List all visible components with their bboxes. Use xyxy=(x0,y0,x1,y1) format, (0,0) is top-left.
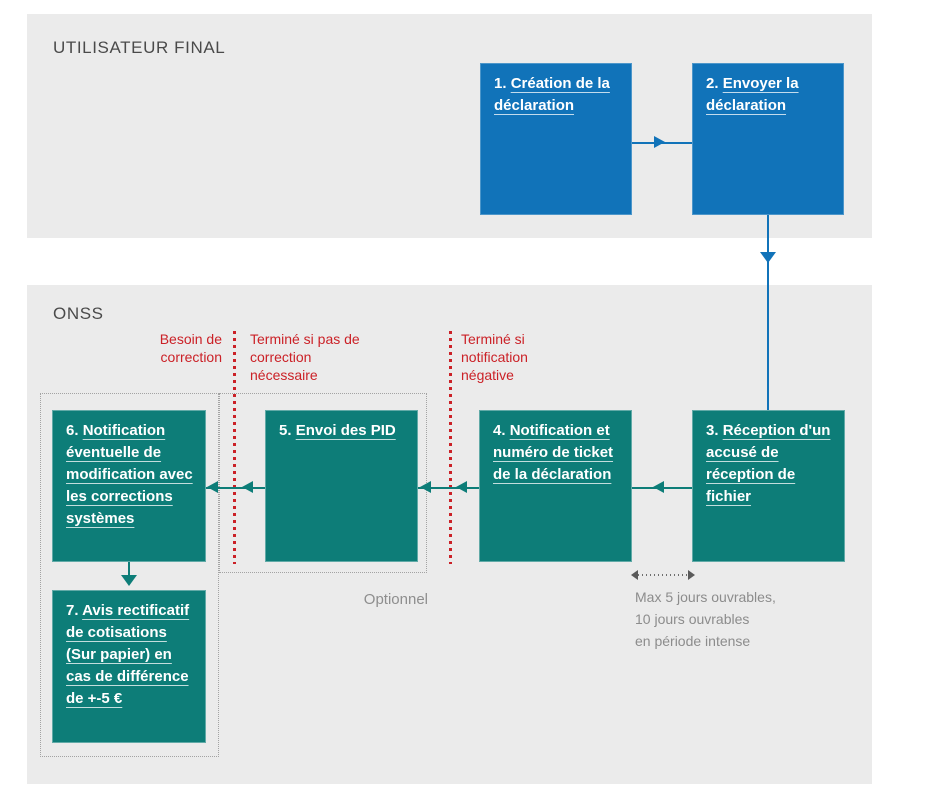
arrow-step5-to-step6-head2-icon xyxy=(207,481,218,493)
step-3-link[interactable]: Réception d'un accusé de réception de fi… xyxy=(706,422,831,505)
step-1-number: 1. xyxy=(494,75,507,92)
step-4-number: 4. xyxy=(493,422,506,439)
delay-note: Max 5 jours ouvrables, 10 jours ouvrable… xyxy=(635,589,776,649)
arrow-step1-to-step2-head-icon xyxy=(654,136,665,148)
onss-lane-title: ONSS xyxy=(53,304,104,323)
optional-group-outline-steps-6-7 xyxy=(40,393,219,757)
step-5-number: 5. xyxy=(279,422,292,439)
condition-label-besoin-de-correction: Besoin de correction xyxy=(159,331,222,365)
step-1-link[interactable]: Création de la déclaration xyxy=(494,75,610,114)
arrow-step4-to-step5-head-icon xyxy=(456,481,467,493)
arrow-step4-to-step5-line xyxy=(418,487,479,489)
step-2-link[interactable]: Envoyer la déclaration xyxy=(706,75,799,114)
condition-label-termine-si-pas-de-correction: Terminé si pas de correction nécessaire xyxy=(250,331,360,383)
delay-range-arrow-right-icon xyxy=(688,570,695,580)
arrow-step2-to-step3-head-icon xyxy=(760,252,776,263)
condition-label-termine-si-notification-negative: Terminé si notification négative xyxy=(461,331,528,383)
arrow-step5-to-step6-head-icon xyxy=(242,481,253,493)
arrow-step3-to-step4-head-icon xyxy=(653,481,664,493)
end-user-lane-title: UTILISATEUR FINAL xyxy=(53,38,226,57)
step-7-number: 7. xyxy=(66,602,79,619)
arrow-step6-to-step7-head-icon xyxy=(121,575,137,586)
divider-besoin-de-correction-icon xyxy=(233,331,236,564)
step-box-3[interactable]: 3. Réception d'un accusé de réception de… xyxy=(692,410,845,562)
step-box-2[interactable]: 2. Envoyer la déclaration xyxy=(692,63,844,215)
arrow-step5-to-step6-line xyxy=(206,487,265,489)
step-6-link[interactable]: Notification éventuelle de modification … xyxy=(66,422,193,527)
step-4-link[interactable]: Notification et numéro de ticket de la d… xyxy=(493,422,614,483)
step-7-link[interactable]: Avis rectificatif de cotisations (Sur pa… xyxy=(66,602,190,707)
delay-range-arrow-left-icon xyxy=(631,570,638,580)
optional-note: Optionnel xyxy=(363,591,428,608)
arrow-step6-to-step7-line xyxy=(128,562,130,578)
step-3-number: 3. xyxy=(706,422,719,439)
step-2-number: 2. xyxy=(706,75,719,92)
step-box-4[interactable]: 4. Notification et numéro de ticket de l… xyxy=(479,410,632,562)
arrow-step2-to-step3-line xyxy=(767,215,769,410)
step-box-7[interactable]: 7. Avis rectificatif de cotisations (Sur… xyxy=(52,590,206,743)
step-5-link[interactable]: Envoi des PID xyxy=(295,422,396,439)
delay-range-arrow-line xyxy=(638,574,688,576)
divider-termine-si-notification-icon xyxy=(449,331,452,564)
arrow-step4-to-step5-head2-icon xyxy=(420,481,431,493)
step-box-6[interactable]: 6. Notification éventuelle de modificati… xyxy=(52,410,206,562)
step-6-number: 6. xyxy=(66,422,79,439)
step-box-5[interactable]: 5. Envoi des PID xyxy=(265,410,418,562)
step-box-1[interactable]: 1. Création de la déclaration xyxy=(480,63,632,215)
